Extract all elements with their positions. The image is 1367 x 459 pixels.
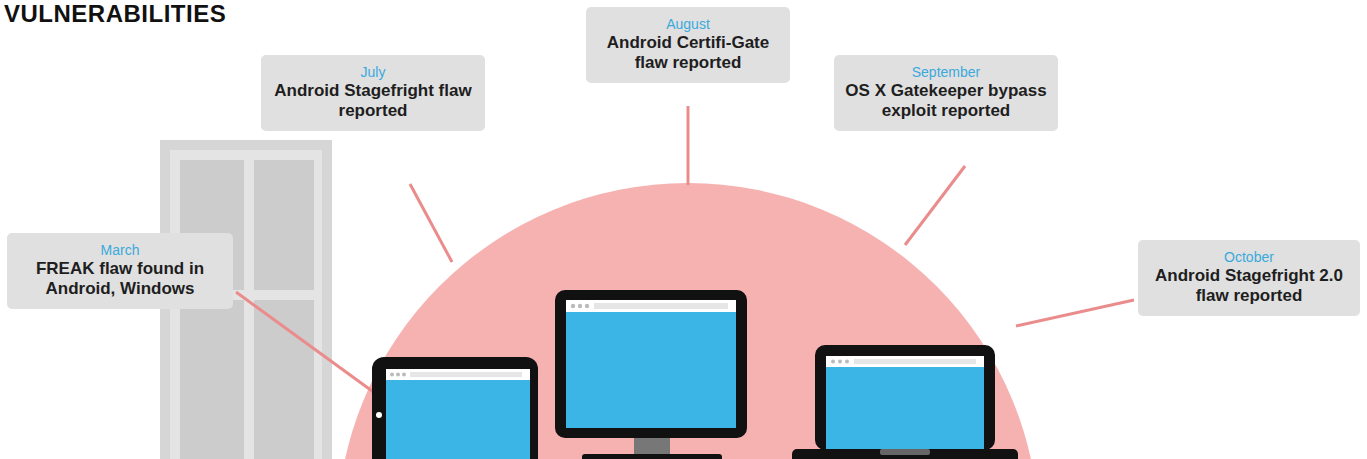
event-box: SeptemberOS X Gatekeeper bypass exploit …	[834, 55, 1058, 131]
month-label: September	[844, 63, 1048, 81]
event-text: Android Stagefright flaw reported	[271, 81, 475, 121]
month-label: August	[596, 15, 780, 33]
event-text: Android Stagefright 2.0 flaw reported	[1148, 266, 1350, 306]
event-box: AugustAndroid Certifi-Gate flaw reported	[586, 7, 790, 83]
month-label: July	[271, 63, 475, 81]
month-label: March	[17, 241, 223, 259]
month-label: October	[1148, 248, 1350, 266]
event-box: MarchFREAK flaw found in Android, Window…	[7, 233, 233, 309]
event-text: Android Certifi-Gate flaw reported	[596, 33, 780, 73]
laptop-illustration	[792, 345, 1018, 459]
threat-circle	[337, 183, 1039, 459]
event-text: FREAK flaw found in Android, Windows	[17, 259, 223, 299]
event-box: JulyAndroid Stagefright flaw reported	[261, 55, 485, 131]
tablet-illustration	[372, 357, 538, 459]
diagram-title: VULNERABILITIES	[4, 0, 226, 28]
event-box: OctoberAndroid Stagefright 2.0 flaw repo…	[1138, 240, 1360, 316]
event-text: OS X Gatekeeper bypass exploit reported	[844, 81, 1048, 121]
monitor-illustration	[555, 290, 747, 459]
